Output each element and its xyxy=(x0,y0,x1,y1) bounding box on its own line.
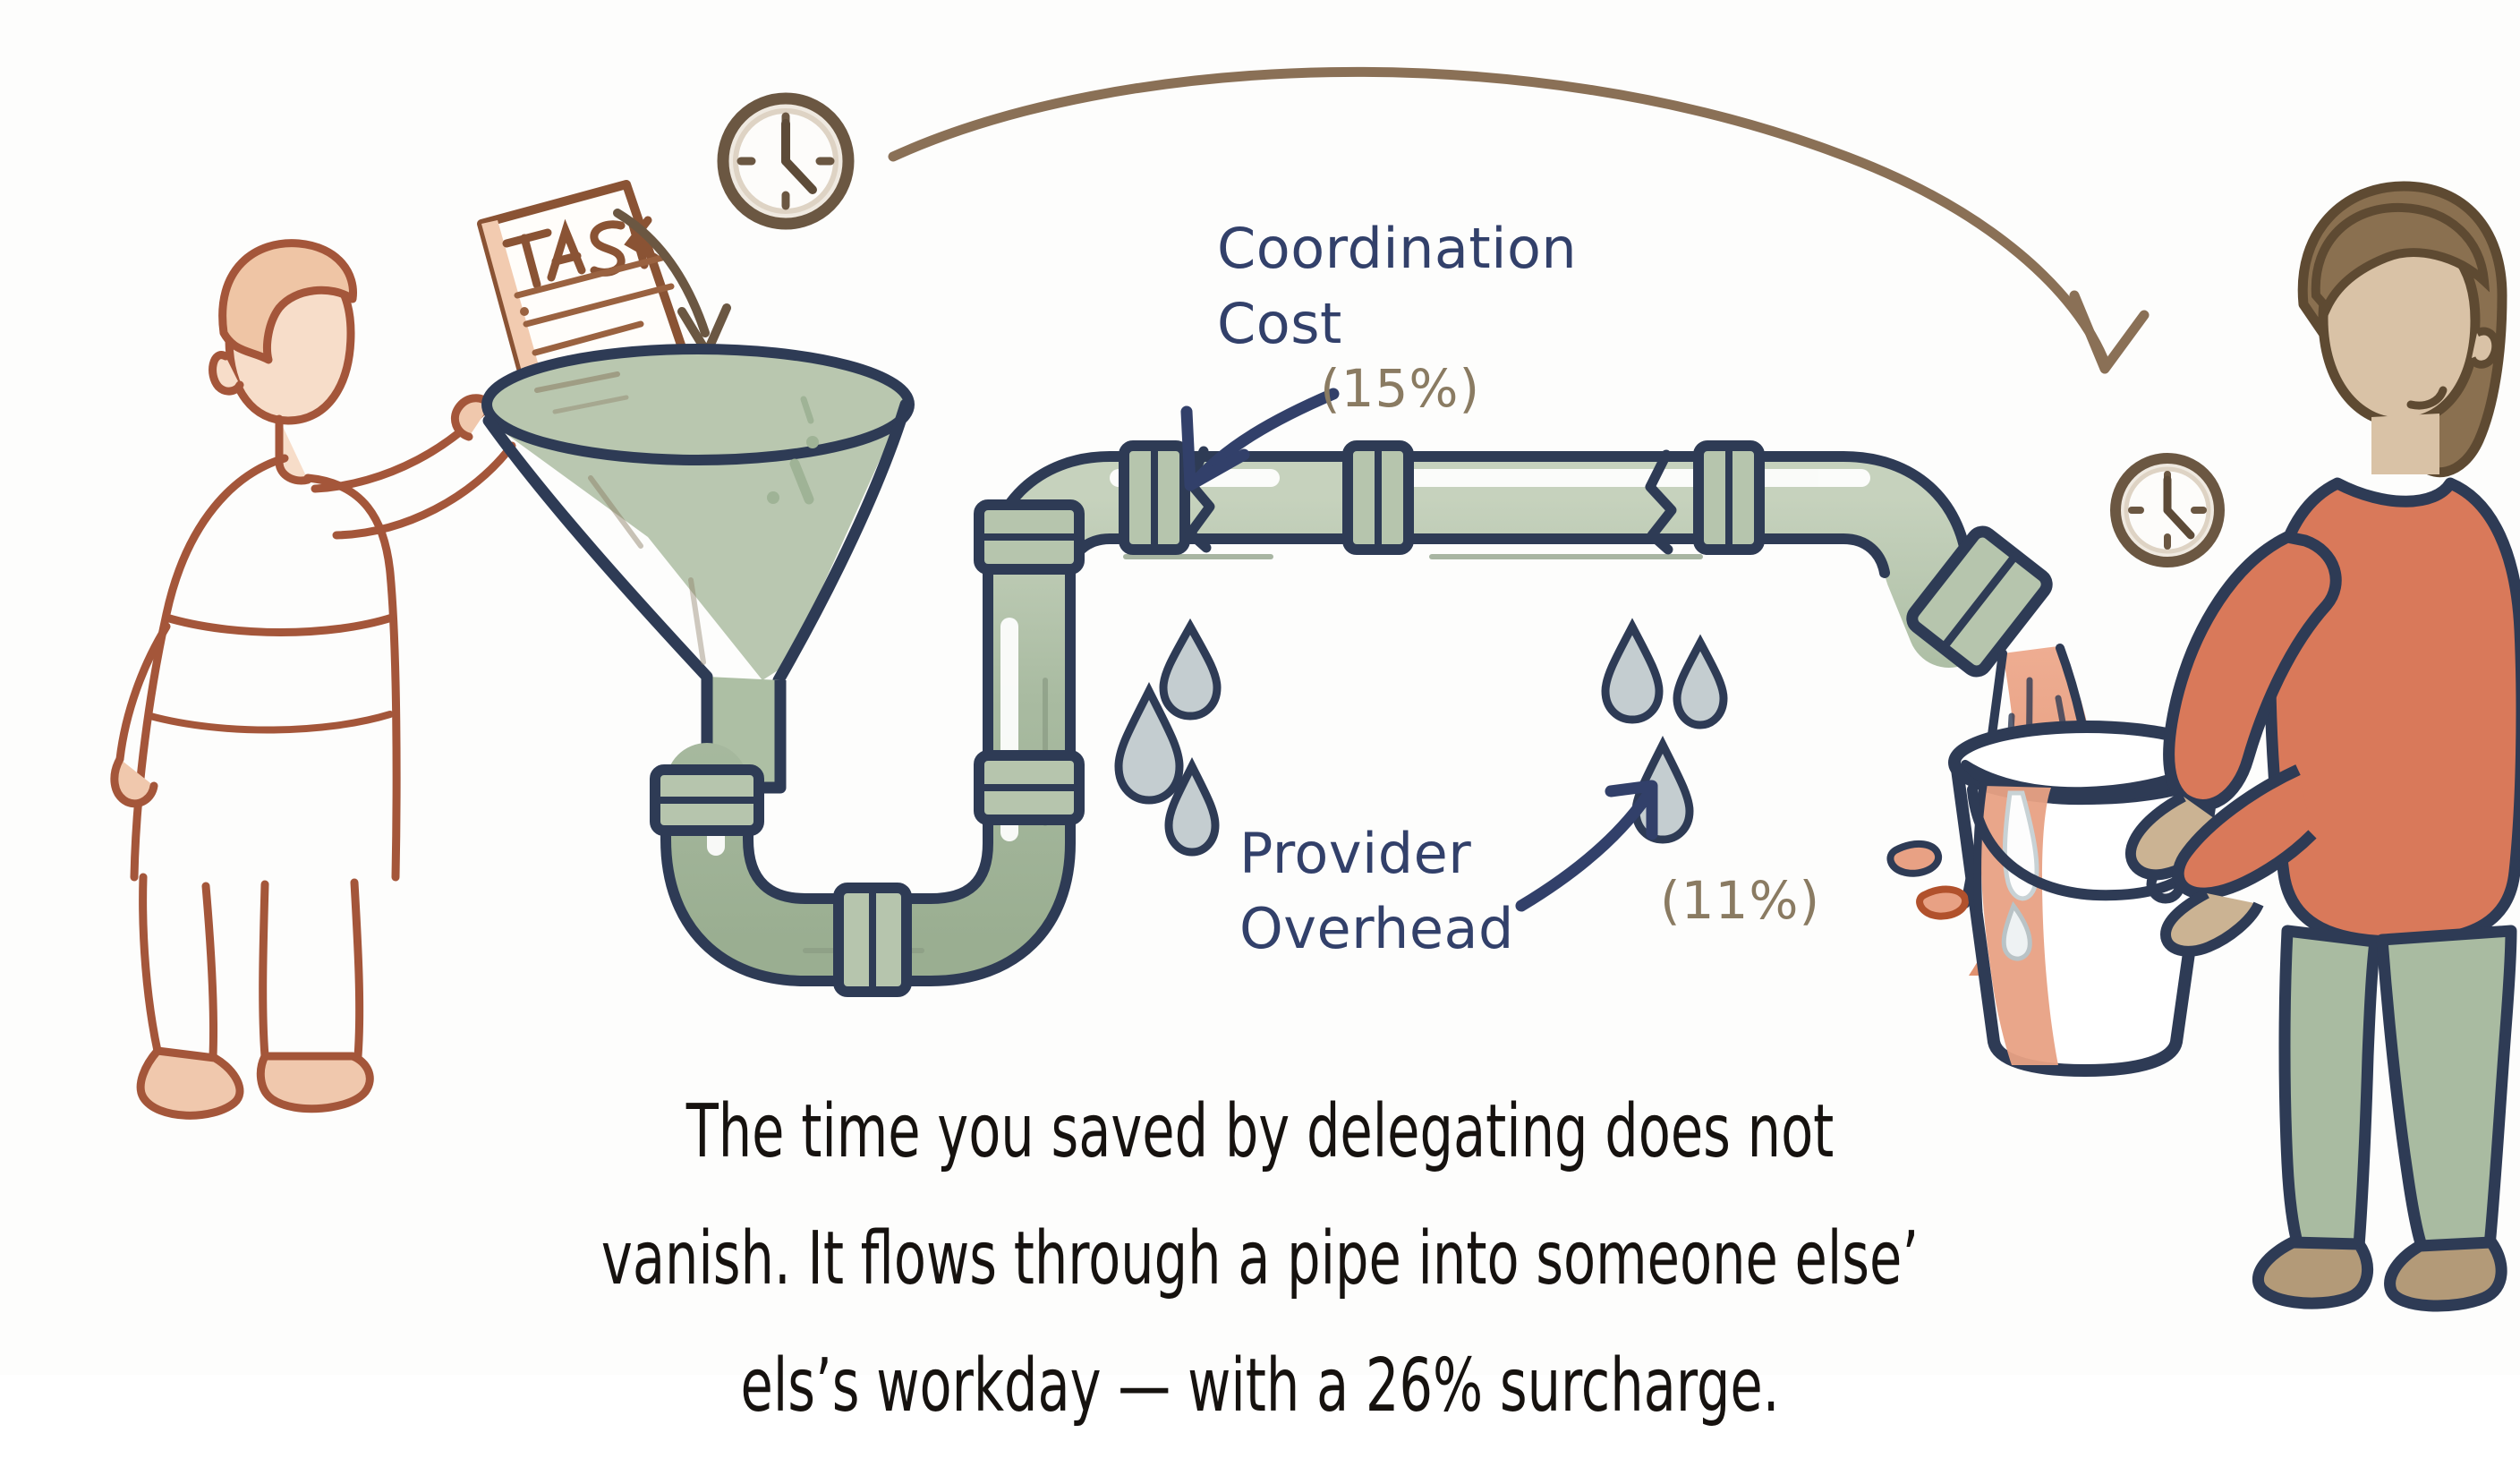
clock-icon-left xyxy=(717,92,855,230)
caption-line-2: vanish. It flows through a pipe into som… xyxy=(600,1216,1920,1301)
pipe-crack-right xyxy=(1645,449,1677,555)
person-provider xyxy=(2124,181,2520,1312)
coordination-arrow xyxy=(1180,388,1340,491)
leak-drops-left xyxy=(1114,618,1222,857)
coordination-cost-line2: Cost xyxy=(1217,291,1342,356)
clock-icon-right xyxy=(2110,453,2225,567)
provider-arrow xyxy=(1515,780,1658,912)
funnel xyxy=(481,344,915,794)
caption-block: The time you saved by delegating does no… xyxy=(252,1052,2269,1467)
leak-drops-right xyxy=(1601,618,1728,844)
coordination-cost-line1: Coordination xyxy=(1217,216,1578,281)
overhead-arc-arrow xyxy=(888,66,2150,374)
caption-line-1: The time you saved by delegating does no… xyxy=(685,1089,1835,1174)
pipe-outlet-elbow xyxy=(1906,525,2053,678)
provider-overhead-line1: Provider xyxy=(1239,821,1472,886)
pipe-coupling xyxy=(650,440,1765,997)
pipe-system xyxy=(650,440,2053,997)
hand-drawn-illustration xyxy=(110,66,2520,1312)
provider-overhead-line2: Overhead xyxy=(1239,896,1514,961)
person-delegator xyxy=(110,239,557,1120)
provider-overhead-percent: (11%) xyxy=(1660,870,1821,931)
coordination-cost-percent: (15%) xyxy=(1320,358,1481,419)
caption-line-3: els’s workday — with a 26% surcharge. xyxy=(740,1343,1780,1429)
